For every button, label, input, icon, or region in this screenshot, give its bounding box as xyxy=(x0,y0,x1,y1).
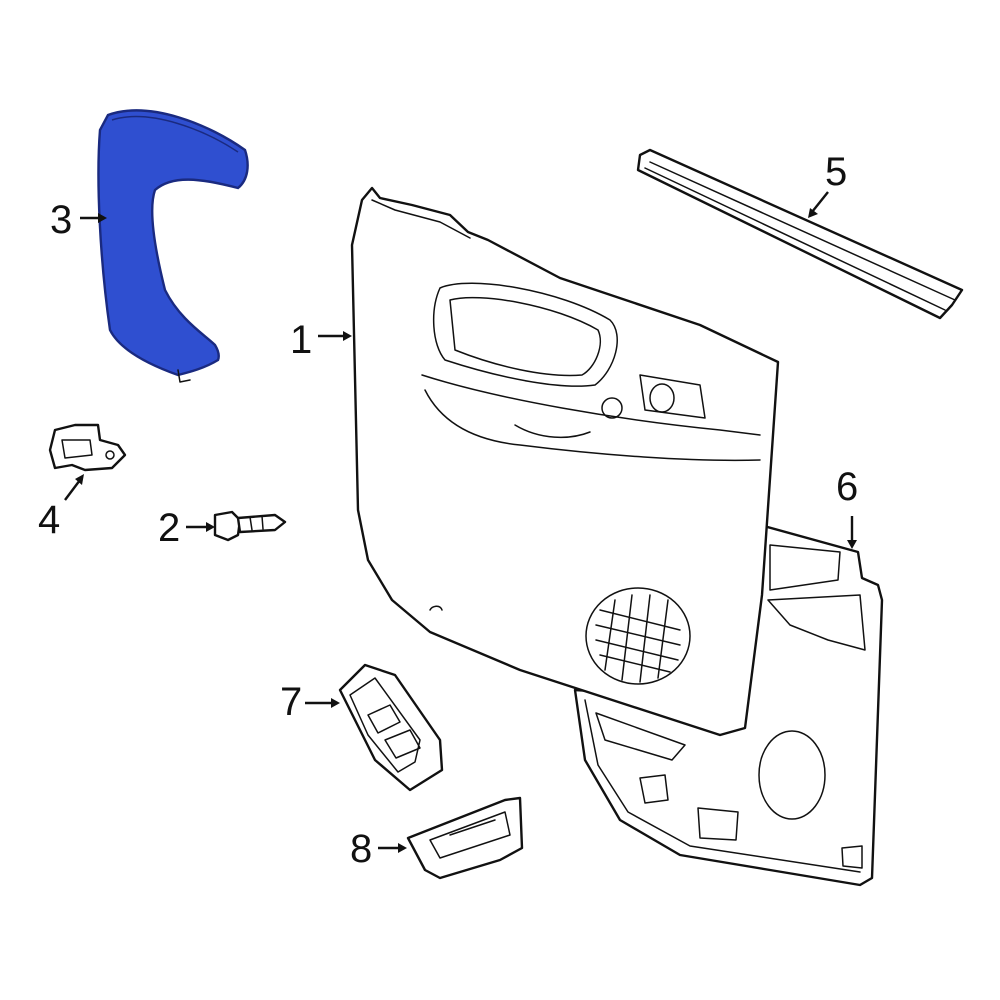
leader-lines xyxy=(64,191,857,853)
speaker-grille xyxy=(585,587,691,685)
callout-3: 3 xyxy=(50,198,72,242)
part-8-handle-bezel[interactable] xyxy=(406,796,524,880)
callout-6: 6 xyxy=(836,465,858,509)
part-1-door-trim-panel[interactable] xyxy=(350,186,780,737)
part-5-weatherstrip[interactable] xyxy=(636,148,964,320)
callout-8: 8 xyxy=(350,827,372,871)
callout-2: 2 xyxy=(158,506,180,550)
part-7-switch-bezel[interactable] xyxy=(338,663,444,792)
callout-7: 7 xyxy=(280,680,302,724)
part-4-bracket[interactable] xyxy=(48,423,127,472)
part-3-grab-handle[interactable] xyxy=(97,109,249,383)
callout-5: 5 xyxy=(825,150,847,194)
callout-1: 1 xyxy=(290,318,312,362)
callout-4: 4 xyxy=(38,498,60,542)
part-2-fastener[interactable] xyxy=(213,510,287,542)
